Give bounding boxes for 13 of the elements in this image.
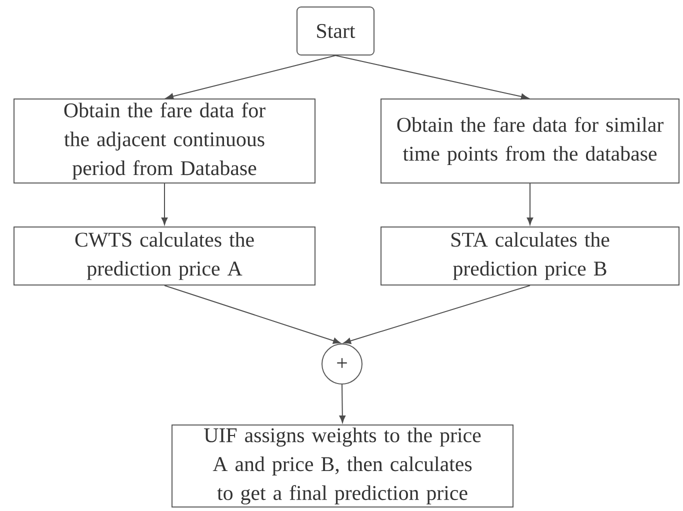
process-box: Obtain the fare data for similar time points from the database bbox=[380, 98, 680, 184]
process-box: Obtain the fare data for the adjacent continuous period from Database bbox=[14, 98, 316, 184]
arrow bbox=[335, 55, 529, 100]
start-box: Start bbox=[296, 6, 374, 56]
arrow bbox=[526, 183, 534, 225]
process-box: CWTS calculates the prediction price A bbox=[14, 226, 316, 286]
process-box: STA calculates the prediction price B bbox=[380, 226, 680, 286]
arrow bbox=[339, 384, 346, 423]
process-box: UIF assigns weights to the price A and price B, then calculates to get a final prediction price bbox=[172, 424, 514, 508]
arrow bbox=[166, 55, 336, 100]
arrow bbox=[161, 183, 168, 225]
arrow bbox=[343, 285, 530, 344]
arrow bbox=[164, 285, 341, 344]
